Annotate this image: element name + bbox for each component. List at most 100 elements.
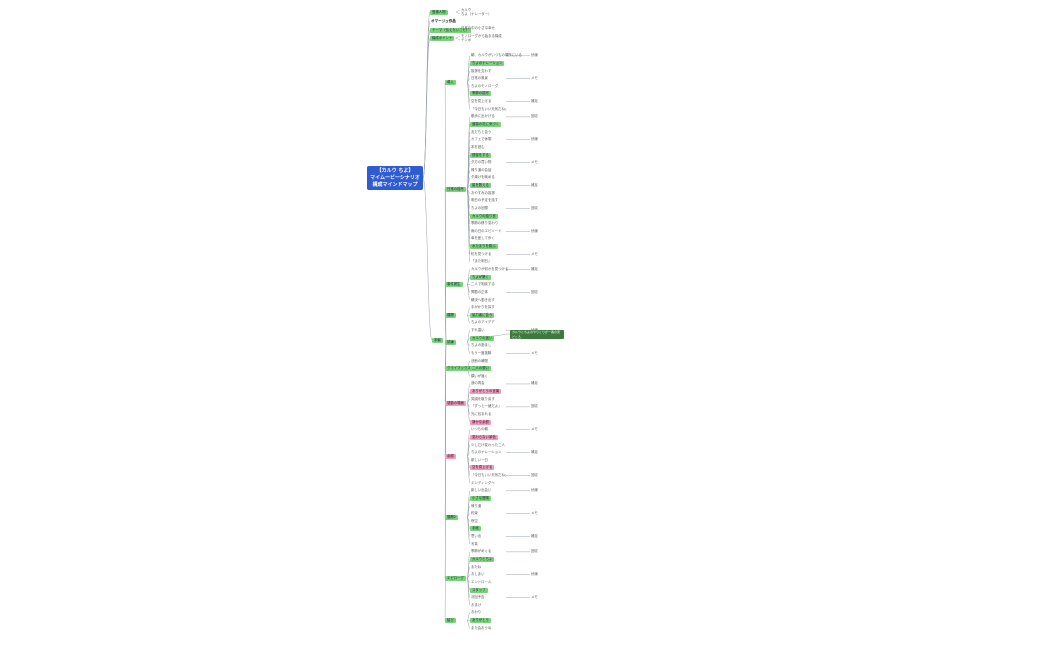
annotation-node[interactable]: 回収 xyxy=(531,404,538,409)
annotation-node[interactable]: メモ xyxy=(531,251,538,256)
section-node[interactable]: エピローグ xyxy=(445,576,466,582)
annotation-node[interactable]: 伏線 xyxy=(531,137,538,142)
section-child[interactable]: もう一度挑戦 xyxy=(471,350,492,355)
section-child[interactable]: 水たまりを跳ぶ xyxy=(470,244,498,250)
section-child[interactable]: おやすみの挨拶 xyxy=(471,190,495,195)
section-child[interactable]: エンディングへ xyxy=(471,480,495,485)
top-node-child[interactable]: テンポ xyxy=(461,37,472,42)
top-node-child[interactable]: 日常の中の小さな幸せ xyxy=(461,25,495,30)
section-child[interactable]: 「今日もいい天気だね」 xyxy=(471,473,509,478)
section-child[interactable]: 手紙 xyxy=(470,526,481,532)
top-node-child[interactable]: ちよ（ナレーター） xyxy=(461,11,492,16)
section-child[interactable]: 帰り道の会話 xyxy=(471,167,492,172)
section-child[interactable]: 小さな冒険 xyxy=(470,495,491,501)
top-node[interactable]: 構成ポイント xyxy=(430,35,455,41)
section-child[interactable]: ちよのモノローグ xyxy=(471,83,499,88)
section-child[interactable]: また会おうね xyxy=(471,625,492,630)
section-node[interactable]: 展開 xyxy=(445,312,456,318)
annotation-node[interactable]: メモ xyxy=(531,76,538,81)
section-child[interactable]: 昼寝をする xyxy=(470,152,491,158)
section-child[interactable]: おしまい xyxy=(471,572,485,577)
section-child[interactable]: 空を見上げる xyxy=(470,465,495,471)
annotation-node[interactable]: メモ xyxy=(531,595,538,600)
section-child[interactable]: ありがとう xyxy=(470,618,491,624)
section-child[interactable]: ちよの励まし xyxy=(471,343,492,348)
section-node[interactable]: 事件発生 xyxy=(445,282,463,288)
annotation-node[interactable]: 回収 xyxy=(531,205,538,210)
section-node[interactable]: 感動の場面 xyxy=(445,400,466,406)
section-child[interactable]: 空を見上げる xyxy=(471,99,492,104)
annotation-node[interactable]: メモ xyxy=(531,350,538,355)
section-node[interactable]: 導入 xyxy=(445,80,456,86)
section-child[interactable]: またね xyxy=(471,564,482,569)
section-child[interactable]: 静かな余韻 xyxy=(470,419,491,425)
annotation-node[interactable]: 補足 xyxy=(531,183,538,188)
section-child[interactable]: 二人の想い xyxy=(470,366,491,372)
section-child[interactable]: 決断の瞬間 xyxy=(471,358,488,363)
section-child[interactable]: 次回予告 xyxy=(471,595,485,600)
section-child[interactable]: 星を数える xyxy=(470,183,491,189)
section-child[interactable]: 問題の正体 xyxy=(471,289,488,294)
section-child[interactable]: 少しだけ変わった二人 xyxy=(471,442,505,447)
section-child[interactable]: カルウの独り言 xyxy=(470,213,498,219)
section-node[interactable]: 展開2 xyxy=(445,515,458,521)
section-child[interactable]: おわり xyxy=(471,610,482,615)
section-child[interactable]: 夕方の買い物 xyxy=(471,160,492,165)
annotation-node[interactable]: 回収 xyxy=(531,473,538,478)
section-child[interactable]: 雨の日のエピソード xyxy=(471,228,502,233)
section-child[interactable]: 手がかりを探す xyxy=(471,305,495,310)
annotation-node[interactable]: 回収 xyxy=(531,114,538,119)
section-child[interactable]: 願いが届く xyxy=(471,373,488,378)
section-child[interactable]: 光に包まれる xyxy=(471,412,492,416)
section-child[interactable]: 思い出 xyxy=(471,534,482,539)
section-child[interactable]: 季節の移り変わり xyxy=(471,221,499,226)
section-child[interactable]: スタッフ xyxy=(470,587,488,593)
section-child[interactable]: 本を読む xyxy=(471,144,485,149)
section-child[interactable]: ちよのナレーション xyxy=(471,450,502,455)
section-child[interactable]: 新しい一日 xyxy=(471,457,488,462)
section-child[interactable]: 写真 xyxy=(471,541,478,546)
section-child[interactable]: 新しい出会い xyxy=(471,488,492,493)
section-child[interactable]: エンドロール xyxy=(471,579,492,584)
annotation-node[interactable]: 補足 xyxy=(531,99,538,104)
annotation-node[interactable]: 補足 xyxy=(531,534,538,539)
section-child[interactable]: 散歩に出かける xyxy=(471,114,495,119)
section-node[interactable]: 結び xyxy=(445,618,456,624)
annotation-node[interactable]: メモ xyxy=(531,511,538,516)
section-child[interactable]: 季節の描写 xyxy=(470,91,491,97)
section-child[interactable]: 日常の風景 xyxy=(471,76,488,81)
section-child[interactable]: 帰り道 xyxy=(471,503,482,508)
section-child[interactable]: 約束 xyxy=(471,511,478,516)
section-child[interactable]: カフェで休憩 xyxy=(471,137,492,142)
section-child[interactable]: 夜空 xyxy=(471,518,478,523)
section-child[interactable]: 挨拶を交わす xyxy=(471,68,492,73)
section-child[interactable]: 変わらない景色 xyxy=(470,434,498,440)
body-branch[interactable]: 本編 xyxy=(432,337,443,343)
top-node[interactable]: 登場人物 xyxy=(430,9,448,15)
section-child[interactable]: 朝、カルウがいつもの場所にいる xyxy=(471,53,522,58)
section-child[interactable]: ちよのアイデア xyxy=(471,320,495,325)
top-node-child[interactable]: モノローグから始まる構成 xyxy=(461,33,502,38)
top-node[interactable]: テーマ（伝えたいこと） xyxy=(430,27,472,33)
annotation-node[interactable]: メモ xyxy=(531,427,538,432)
section-child[interactable]: いつもの朝 xyxy=(471,427,488,432)
section-child[interactable]: カルウの迷い xyxy=(470,335,495,341)
section-child[interactable]: カルウとちよ xyxy=(470,557,495,562)
top-node[interactable]: オマージュ作品 xyxy=(431,18,456,23)
section-child[interactable]: 涙の再会 xyxy=(471,381,485,386)
annotation-node[interactable]: メモ xyxy=(531,160,538,165)
section-node[interactable]: 余韻 xyxy=(445,453,456,459)
section-child[interactable]: カルウが何かを見つける xyxy=(471,267,509,271)
annotation-node[interactable]: 補足 xyxy=(531,381,538,386)
section-node[interactable]: 日常の描写 xyxy=(445,186,466,192)
section-child[interactable]: ちよが驚く xyxy=(470,274,491,280)
section-child[interactable]: 二人で相談する xyxy=(471,282,495,287)
section-child[interactable]: 「ずっと一緒だよ」 xyxy=(471,404,502,409)
annotation-node[interactable]: 回収 xyxy=(531,289,538,294)
highlight-callout[interactable]: カルウとちよのやりとりが一番の見どころ xyxy=(510,330,564,339)
section-child[interactable]: 協力者に会う xyxy=(470,312,495,318)
annotation-node[interactable]: 回収 xyxy=(531,549,538,554)
annotation-node[interactable]: 補足 xyxy=(531,267,538,271)
section-child[interactable]: 明日の予定を話す xyxy=(471,198,499,203)
section-child[interactable]: 解決へ動き出す xyxy=(471,297,495,302)
